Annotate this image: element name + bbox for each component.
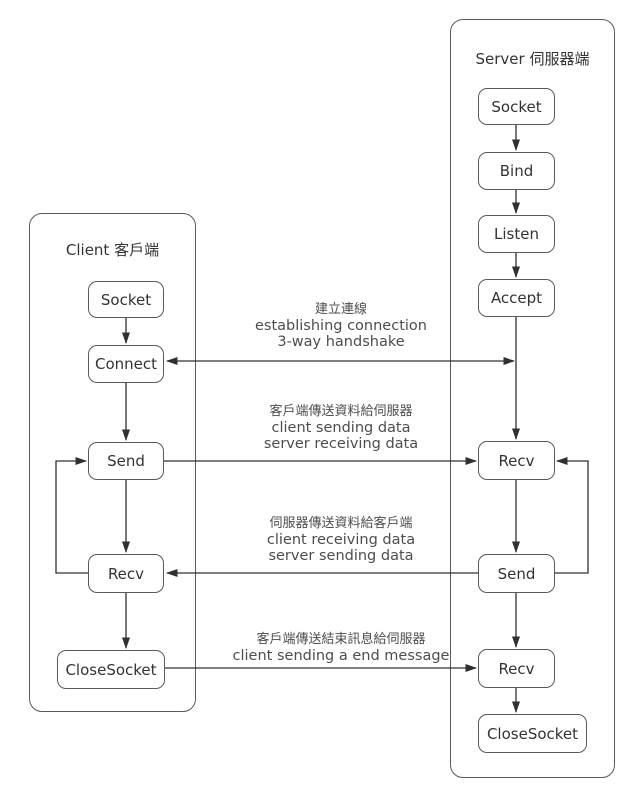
annotation-server-send: 伺服器傳送資料給客戶端 client receiving data server… (191, 515, 491, 564)
server-node-socket: Socket (478, 88, 555, 125)
server-node-recv-1: Recv (478, 441, 555, 480)
annotation-line: client sending data (271, 420, 411, 436)
server-node-listen: Listen (478, 215, 555, 253)
annotation-end-message: 客戶端傳送結束訊息給伺服器 client sending a end messa… (191, 631, 491, 664)
annotation-line: server receiving data (263, 436, 419, 452)
client-title: Client 客戶端 (65, 241, 160, 259)
server-container: Server 伺服器端 (450, 19, 615, 778)
annotation-line: establishing connection (255, 318, 427, 334)
server-node-accept: Accept (478, 279, 555, 317)
client-node-closesocket: CloseSocket (57, 650, 165, 689)
annotation-line: 建立連線 (314, 302, 367, 317)
annotation-line: client sending a end message (232, 648, 450, 664)
flow-arrows (55, 125, 589, 713)
server-node-send: Send (478, 554, 555, 593)
server-node-closesocket: CloseSocket (478, 714, 587, 753)
client-node-send: Send (88, 442, 164, 480)
server-node-recv-2: Recv (478, 649, 555, 688)
annotation-line: client receiving data (266, 532, 416, 548)
server-node-bind: Bind (478, 152, 555, 190)
annotation-line: server sending data (268, 548, 414, 564)
annotation-line: 3-way handshake (277, 334, 405, 350)
annotation-handshake: 建立連線 establishing connection 3-way hands… (191, 301, 491, 350)
client-container: Client 客戶端 (29, 213, 196, 712)
annotation-line: 客戶端傳送資料給伺服器 (269, 404, 413, 419)
client-node-recv: Recv (88, 554, 164, 593)
annotation-client-send: 客戶端傳送資料給伺服器 client sending data server r… (191, 403, 491, 452)
client-node-socket: Socket (88, 281, 164, 318)
server-title: Server 伺服器端 (475, 50, 590, 68)
annotation-line: 伺服器傳送資料給客戶端 (269, 516, 413, 531)
client-node-connect: Connect (88, 345, 164, 383)
annotation-line: 客戶端傳送結束訊息給伺服器 (256, 632, 426, 647)
